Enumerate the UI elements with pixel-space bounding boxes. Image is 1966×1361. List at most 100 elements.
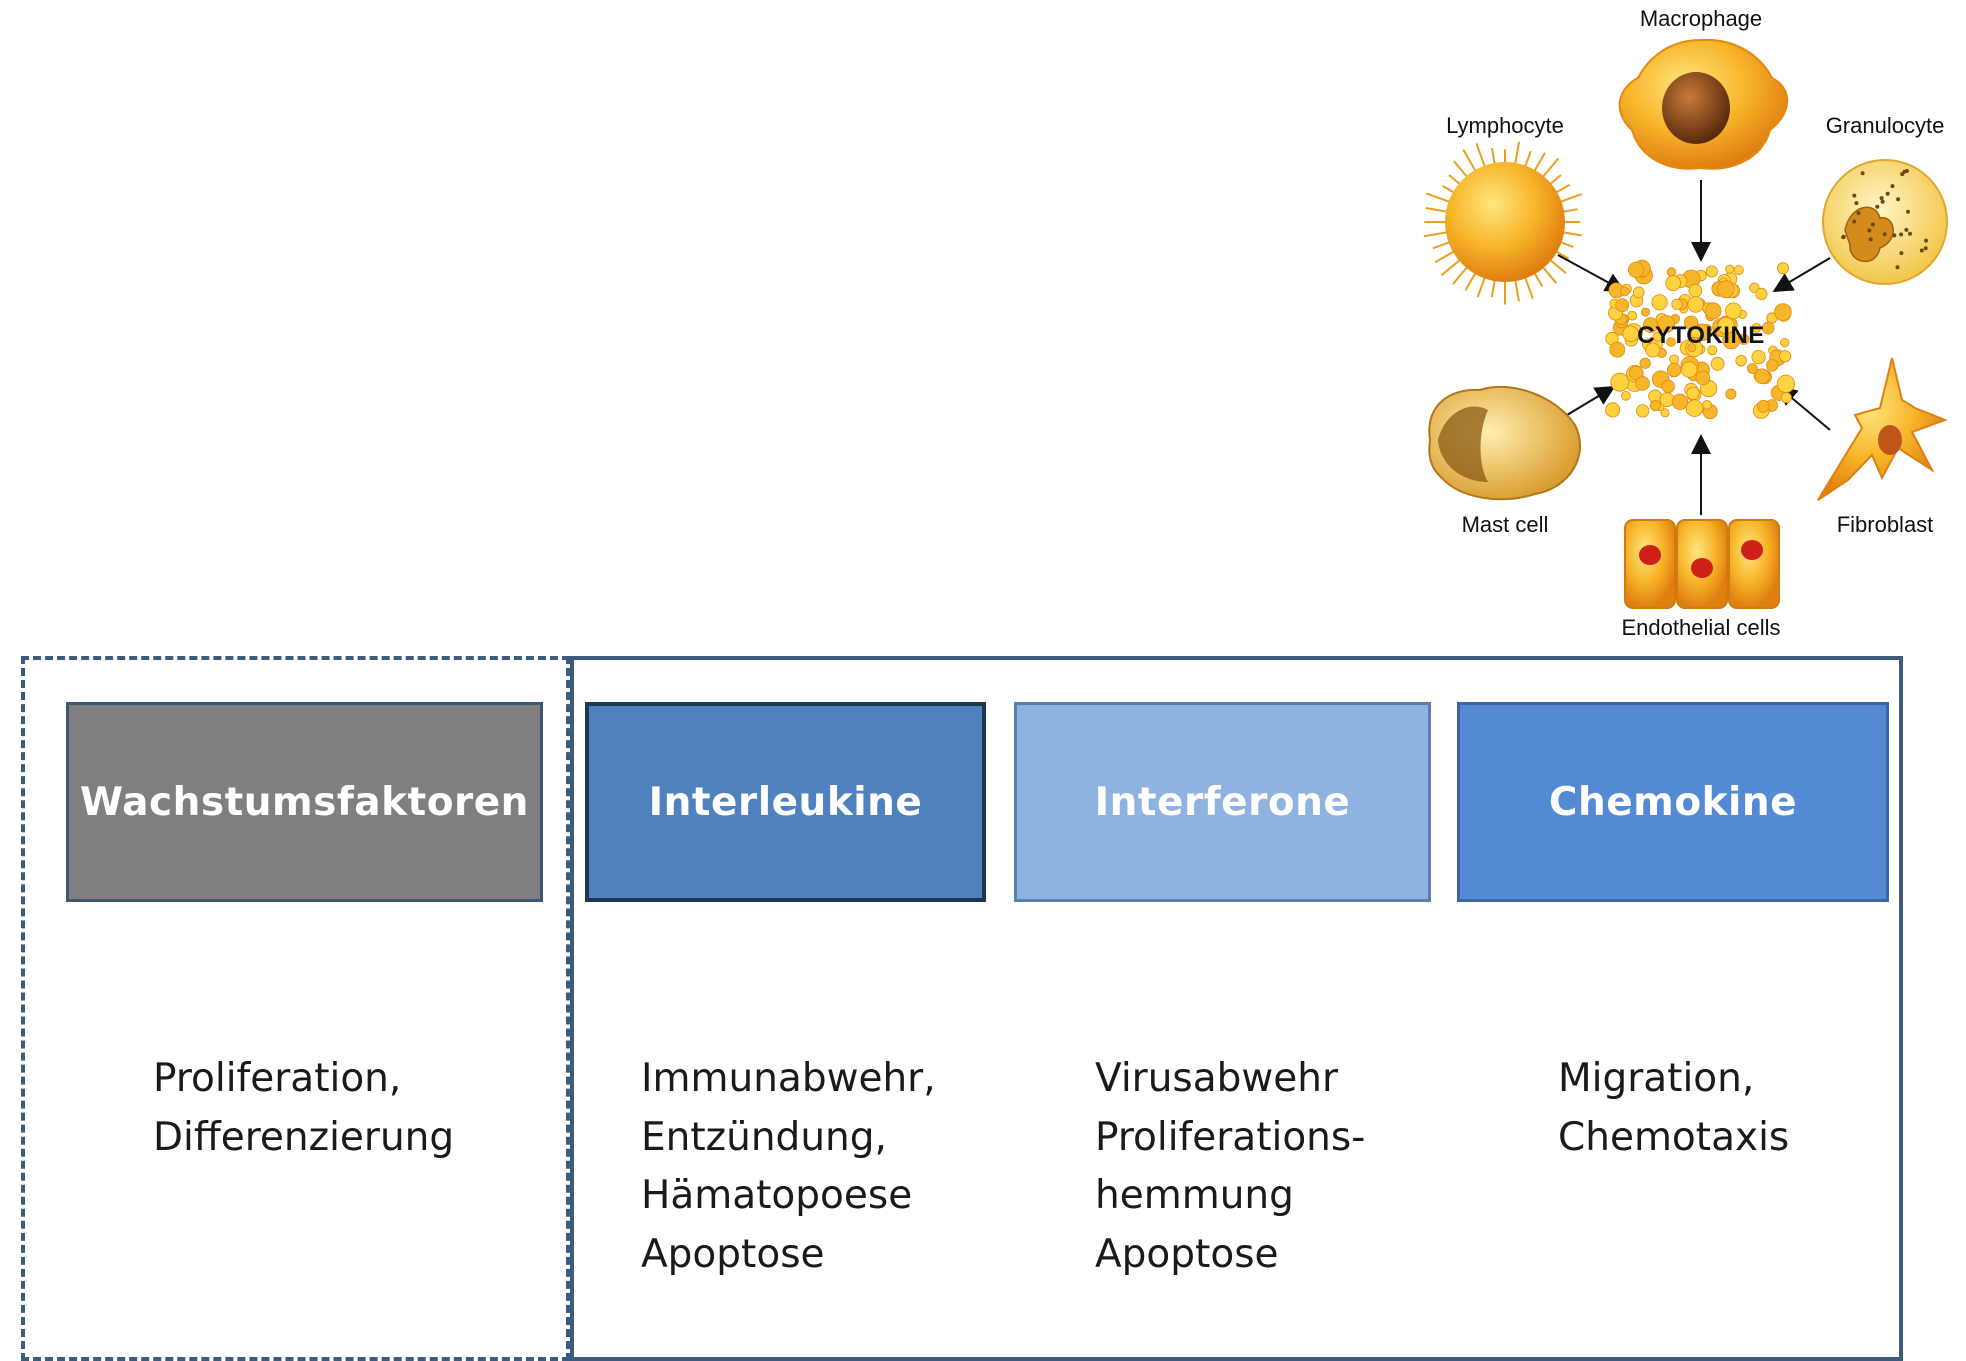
cytokine-particle bbox=[1751, 322, 1762, 333]
description-line: Immunabwehr, bbox=[641, 1056, 936, 1101]
cytokine-particle bbox=[1738, 333, 1750, 345]
cytokine-particle bbox=[1628, 261, 1645, 278]
arrow-mast-cell bbox=[1561, 385, 1616, 419]
cytokine-particle bbox=[1776, 374, 1796, 393]
cytokine-particle bbox=[1685, 399, 1704, 418]
description-line: Proliferations- bbox=[1095, 1114, 1366, 1160]
cytokine-particle bbox=[1725, 388, 1737, 400]
cytokine-particle bbox=[1669, 354, 1679, 365]
description-line: Virusabwehr bbox=[1095, 1056, 1339, 1101]
granule bbox=[1885, 191, 1890, 196]
description-interleukine: Immunabwehr, Entzündung, Hämatopoese Apo… bbox=[641, 1050, 936, 1284]
cytokine-particle bbox=[1671, 298, 1683, 310]
cytokine-particle bbox=[1605, 402, 1621, 418]
fibroblast-cell bbox=[1817, 357, 1948, 501]
cytokine-illustration bbox=[1423, 38, 1948, 609]
category-box-interleukine: Interleukine bbox=[585, 702, 986, 902]
granule bbox=[1919, 248, 1924, 253]
label-endothelial-cells: Endothelial cells bbox=[1621, 615, 1781, 640]
cytokine-particle bbox=[1695, 370, 1711, 386]
granule bbox=[1899, 251, 1904, 256]
granule bbox=[1875, 204, 1880, 209]
granulocyte-cell bbox=[1822, 159, 1948, 285]
cytokine-particle bbox=[1649, 399, 1661, 412]
description-line: Apoptose bbox=[641, 1231, 825, 1277]
cytokine-particle bbox=[1724, 302, 1742, 320]
description-interferone: Virusabwehr Proliferations- hemmung Apop… bbox=[1095, 1050, 1365, 1284]
label-lymphocyte: Lymphocyte bbox=[1446, 113, 1564, 138]
granule bbox=[1860, 171, 1865, 176]
cytokine-center-label: CYTOKINE bbox=[1637, 322, 1765, 349]
granule bbox=[1895, 265, 1900, 270]
cytokine-particle bbox=[1610, 372, 1630, 392]
cytokine-particle bbox=[1707, 345, 1718, 356]
cytokine-particle bbox=[1686, 386, 1700, 400]
cytokine-particle bbox=[1621, 390, 1631, 401]
category-title: Wachstumsfaktoren bbox=[80, 779, 529, 825]
category-box-wachstumsfaktoren: Wachstumsfaktoren bbox=[66, 702, 543, 902]
description-line: Migration, bbox=[1558, 1056, 1755, 1101]
cytokine-particle bbox=[1751, 349, 1766, 365]
label-fibroblast: Fibroblast bbox=[1836, 512, 1934, 537]
cytokine-particle bbox=[1733, 265, 1744, 276]
cytokine-particle bbox=[1665, 275, 1681, 292]
cytokine-particle bbox=[1702, 399, 1712, 410]
category-title: Interferone bbox=[1094, 779, 1351, 825]
granule bbox=[1867, 228, 1872, 233]
label-granulocyte: Granulocyte bbox=[1825, 113, 1945, 138]
cytokine-particle bbox=[1766, 359, 1779, 372]
cytokine-particle bbox=[1622, 325, 1639, 343]
description-line: Apoptose bbox=[1095, 1231, 1279, 1277]
granule bbox=[1896, 197, 1901, 202]
description-line: Proliferation, bbox=[153, 1056, 402, 1101]
arrow-lymphocyte bbox=[1557, 254, 1626, 292]
cytokine-particle bbox=[1659, 392, 1675, 408]
granule bbox=[1890, 184, 1895, 189]
granule bbox=[1856, 211, 1861, 215]
granule bbox=[1906, 209, 1910, 214]
cytokine-particle bbox=[1652, 331, 1663, 342]
granule bbox=[1892, 233, 1897, 238]
arrow-granulocyte bbox=[1772, 257, 1831, 293]
label-macrophage: Macrophage bbox=[1639, 6, 1763, 31]
cytokine-particle bbox=[1688, 283, 1703, 298]
lymphocyte-cell bbox=[1423, 141, 1583, 305]
description-line: hemmung bbox=[1095, 1173, 1294, 1218]
cytokine-particle bbox=[1725, 264, 1735, 274]
cytokine-particle bbox=[1651, 294, 1668, 311]
description-line: Differenzierung bbox=[153, 1114, 455, 1160]
granule bbox=[1899, 232, 1904, 237]
endothelial-cells bbox=[1624, 519, 1780, 609]
cytokine-particle bbox=[1657, 315, 1676, 333]
granule bbox=[1870, 222, 1875, 227]
granule bbox=[1852, 193, 1857, 198]
description-wachstumsfaktoren: Proliferation, Differenzierung bbox=[153, 1050, 454, 1167]
granule bbox=[1900, 172, 1905, 177]
description-line: Entzündung, bbox=[641, 1114, 887, 1160]
cytokine-particle bbox=[1639, 357, 1651, 369]
category-box-interferone: Interferone bbox=[1014, 702, 1431, 902]
mast-cell bbox=[1428, 385, 1581, 501]
cytokine-particle bbox=[1755, 287, 1768, 300]
cytokine-particle bbox=[1632, 286, 1645, 299]
cytokine-particle bbox=[1661, 379, 1675, 394]
granule bbox=[1882, 232, 1887, 237]
cytokine-particle bbox=[1666, 337, 1676, 347]
cytokine-particle bbox=[1774, 303, 1792, 321]
granule bbox=[1923, 246, 1928, 251]
cytokine-particle bbox=[1687, 343, 1697, 353]
granule bbox=[1924, 238, 1929, 243]
cytokine-particle bbox=[1761, 321, 1775, 335]
cytokine-particle bbox=[1710, 356, 1725, 371]
cytokine-particle bbox=[1619, 286, 1630, 297]
cytokine-particle bbox=[1754, 368, 1771, 385]
cytokine-particle bbox=[1635, 376, 1650, 391]
cytokine-particle bbox=[1717, 280, 1735, 299]
granule bbox=[1854, 201, 1859, 206]
category-box-chemokine: Chemokine bbox=[1457, 702, 1889, 902]
cytokine-particle bbox=[1645, 342, 1661, 358]
cytokine-particle bbox=[1704, 302, 1722, 320]
cytokine-particle bbox=[1705, 265, 1718, 278]
arrows bbox=[1557, 180, 1831, 515]
